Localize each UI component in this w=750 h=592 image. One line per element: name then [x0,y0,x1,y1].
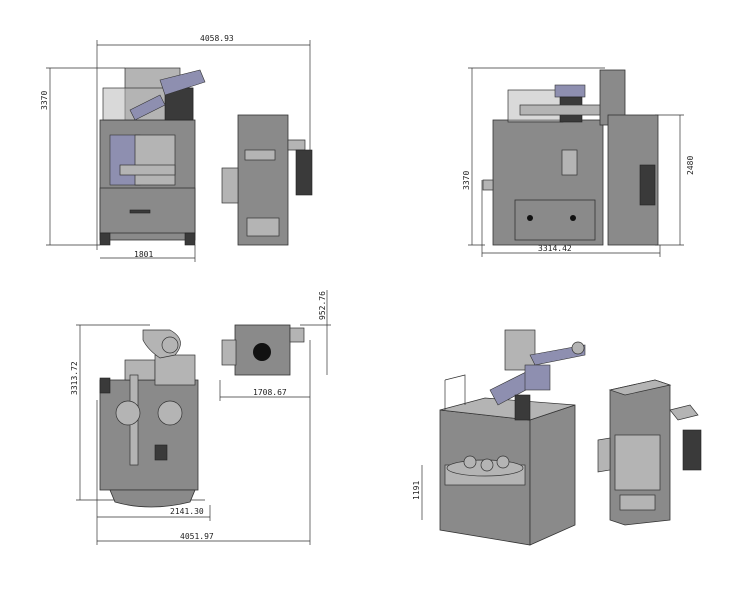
dim-total-width: 4058.93 [200,34,234,43]
dim-side-height: 3370 [462,171,471,190]
dim-iso-height: 1191 [412,481,421,500]
dim-height: 3370 [40,91,49,110]
top-view: 3313.72 952.76 1708.67 2141.30 4051.97 [70,290,331,545]
dim-side-width: 3314.42 [538,244,572,253]
dim-machine-width: 1801 [134,250,153,259]
dim-machine-width-top: 2141.30 [170,507,204,516]
dim-total-width-top: 4051.97 [180,532,214,541]
side-view: 3370 2480 3314.42 [462,67,695,257]
dim-collector-width: 1708.67 [253,388,287,397]
front-view: 4058.93 3370 1801 [40,34,313,262]
dim-collector-height: 2480 [686,156,695,175]
dim-collector-offset: 952.76 [318,291,327,320]
iso-view: 1191 [412,329,702,546]
dim-top-depth: 3313.72 [70,361,79,395]
